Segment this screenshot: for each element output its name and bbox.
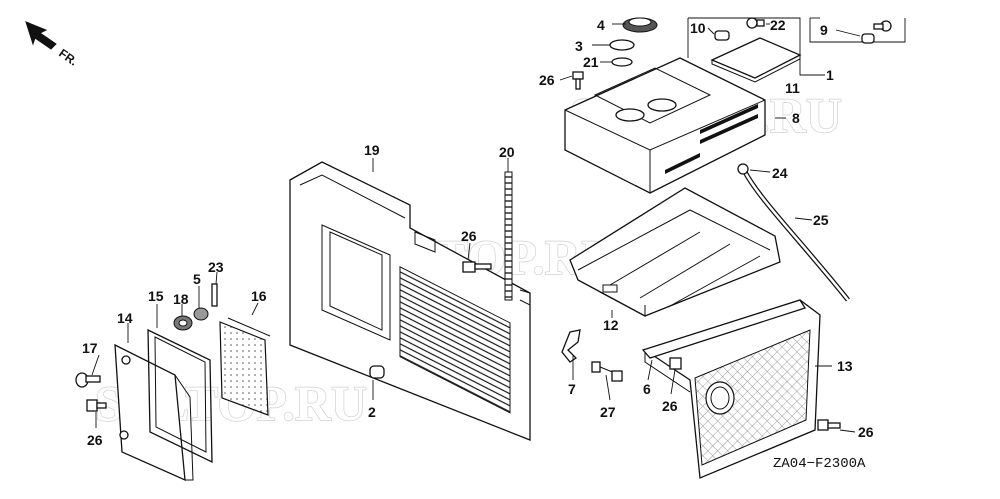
- part-11-access-lid: [710, 37, 802, 83]
- callout-15: 15: [148, 288, 164, 304]
- arrow-icon: [25, 21, 57, 50]
- callout-2: 2: [368, 404, 376, 420]
- group-bracket: [809, 18, 906, 43]
- front-direction-indicator: FR.: [25, 21, 80, 69]
- callout-3: 3: [575, 38, 583, 54]
- callout-19: 19: [364, 142, 380, 158]
- part-21-ring: [611, 57, 633, 67]
- part-26-bolt: [86, 399, 107, 412]
- part-8-top-cover: [564, 57, 766, 194]
- callout-23: 23: [208, 259, 224, 275]
- callout-18: 18: [173, 291, 189, 307]
- part-26-bolt: [817, 419, 841, 431]
- part-22-screw: [746, 17, 765, 29]
- part-2-plug: [369, 365, 385, 379]
- part-3-strainer: [609, 39, 635, 51]
- callout-4: 4: [597, 17, 605, 33]
- callout-13: 13: [837, 358, 853, 374]
- callout-26: 26: [662, 398, 678, 414]
- callout-labels: 1 2 3 4 5 6 7 8 9 10 11 12 13 14 15 16 1…: [82, 17, 874, 448]
- part-7-clip: [561, 329, 581, 363]
- callout-7: 7: [568, 381, 576, 397]
- callout-14: 14: [117, 310, 133, 326]
- callout-6: 6: [643, 381, 651, 397]
- part-20-stud: [504, 171, 513, 301]
- callout-5: 5: [193, 271, 201, 287]
- part-16-filter: [219, 317, 271, 416]
- callout-26: 26: [858, 424, 874, 440]
- part-5-nut: [193, 307, 209, 321]
- leader-lines: [91, 23, 861, 433]
- callout-24: 24: [772, 165, 788, 181]
- callout-21: 21: [583, 54, 599, 70]
- group-bracket: [688, 17, 825, 76]
- callout-10: 10: [690, 20, 706, 36]
- part-26-bolt: [462, 261, 492, 273]
- callout-27: 27: [600, 404, 616, 420]
- callout-9: 9: [820, 22, 828, 38]
- callout-25: 25: [813, 212, 829, 228]
- figure-code: ZA04−F2300A: [773, 456, 866, 472]
- callout-11: 11: [785, 80, 800, 96]
- callout-8: 8: [792, 110, 800, 126]
- callout-22: 22: [770, 17, 786, 33]
- part-24-clip: [737, 163, 749, 175]
- direction-label: FR.: [56, 46, 80, 69]
- callout-12: 12: [603, 317, 619, 333]
- part-10-grommet: [714, 30, 730, 41]
- part-17-screw: [75, 372, 101, 388]
- part-19-side-panel: [289, 161, 531, 441]
- callout-20: 20: [499, 144, 515, 160]
- part-6-bracket: [641, 299, 806, 359]
- part-26-bolt: [669, 357, 682, 370]
- callout-16: 16: [251, 288, 267, 304]
- part-12-tray: [569, 187, 781, 317]
- part-23-pin: [211, 283, 218, 307]
- callout-17: 17: [82, 340, 98, 356]
- callout-1: 1: [826, 67, 834, 83]
- part-27-bolt: [591, 361, 623, 382]
- callout-26: 26: [461, 228, 477, 244]
- callout-26: 26: [539, 72, 555, 88]
- callout-26: 26: [87, 432, 103, 448]
- part-4-cap: [622, 17, 658, 33]
- part-18-grommet: [173, 315, 193, 331]
- part-9-screw-set: [861, 20, 892, 44]
- part-15-gasket: [147, 328, 213, 464]
- part-25-tube: [742, 170, 850, 302]
- part-26-bolt: [572, 71, 584, 90]
